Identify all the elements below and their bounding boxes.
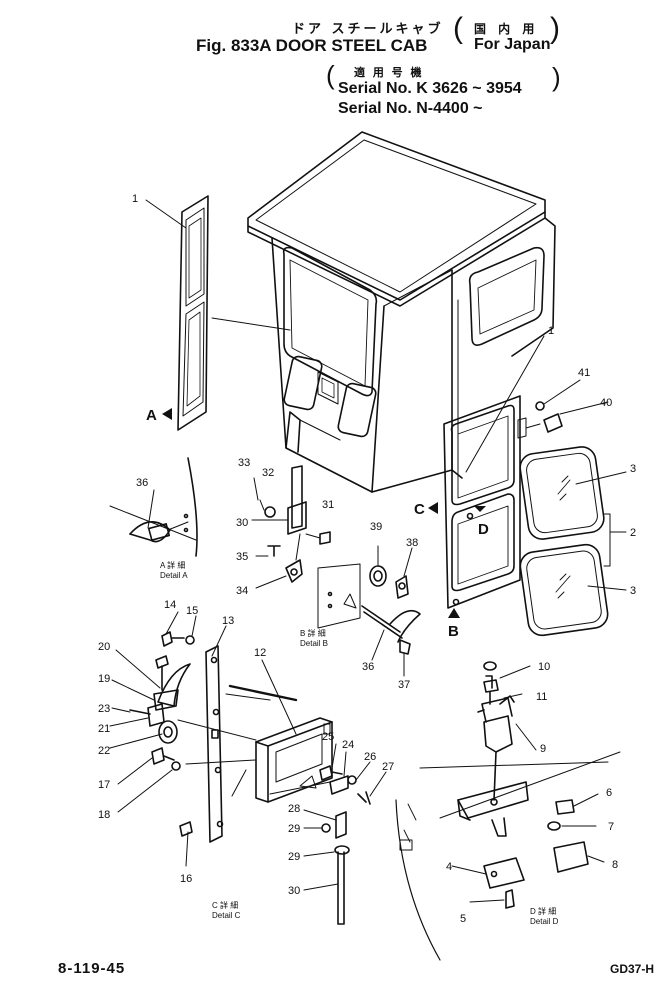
page-code: 8-119-45: [58, 960, 126, 977]
callout-7: 7: [608, 821, 614, 833]
callout-4: 4: [446, 861, 452, 873]
callout-14: 14: [164, 599, 176, 611]
view-marker-d: D: [478, 521, 489, 538]
detail-d-jp: D 詳 細: [530, 906, 556, 916]
callout-12: 12: [254, 647, 266, 659]
view-marker-b: B: [448, 623, 459, 640]
callout-19: 19: [98, 673, 110, 685]
callout-11: 11: [536, 691, 547, 703]
callout-33: 33: [238, 457, 250, 469]
detail-a: [109, 457, 198, 557]
callout-20: 20: [98, 641, 110, 653]
applicable-serial-japanese: 適 用 号 機: [354, 66, 424, 79]
detail-a-label: Detail A: [160, 571, 188, 580]
detail-c: [109, 611, 387, 925]
callout-34: 34: [236, 585, 248, 597]
serial-range-k: Serial No. K 3626 ~ 3954: [338, 80, 522, 97]
detail-b: [317, 545, 421, 677]
region-label: For Japan: [474, 36, 551, 53]
detail-c-jp: C 詳 細: [212, 900, 238, 910]
callout-1-left: 1: [132, 193, 138, 205]
callout-29-lower: 29: [288, 851, 300, 863]
latch-rod-assembly: [251, 465, 331, 589]
callout-13: 13: [222, 615, 234, 627]
cab-body: [211, 131, 556, 493]
callout-30-upper: 30: [236, 517, 248, 529]
drawing-code: GD37-H: [610, 962, 655, 976]
view-marker-a: A: [146, 407, 157, 424]
callout-3-upper: 3: [630, 463, 636, 475]
callout-5: 5: [460, 913, 466, 925]
callout-39: 39: [370, 521, 382, 533]
view-marker-c: C: [414, 501, 425, 518]
callout-2: 2: [630, 527, 636, 539]
callout-35: 35: [236, 551, 248, 563]
detail-a-jp: A 詳 細: [160, 560, 185, 570]
callout-23: 23: [98, 703, 110, 715]
region-japanese: 国 内 用: [474, 22, 539, 36]
callout-37: 37: [398, 679, 410, 691]
japanese-title: ドア スチールキャブ: [292, 22, 444, 37]
bolt-40-washer-41: [525, 379, 609, 433]
callout-29-upper: 29: [288, 823, 300, 835]
callout-10: 10: [538, 661, 550, 673]
door-glass-assembly: [519, 446, 627, 637]
callout-3-lower: 3: [630, 585, 636, 597]
callout-26: 26: [364, 751, 376, 763]
callout-31: 31: [322, 499, 334, 511]
callout-30-lower: 30: [288, 885, 300, 897]
detail-c-label: Detail C: [212, 911, 241, 920]
callout-8: 8: [612, 859, 618, 871]
right-door: [443, 335, 545, 609]
callout-40: 40: [600, 397, 612, 409]
callout-9: 9: [540, 743, 546, 755]
serial-range-n: Serial No. N-4400 ~: [338, 100, 483, 117]
callout-32: 32: [262, 467, 274, 479]
detail-d-label: Detail D: [530, 917, 559, 926]
callout-28: 28: [288, 803, 300, 815]
figure-title: Fig. 833A DOOR STEEL CAB: [196, 36, 428, 55]
callout-22: 22: [98, 745, 110, 757]
callout-18: 18: [98, 809, 110, 821]
callout-36-detail-a: 36: [136, 477, 148, 489]
bracket-open: (: [453, 12, 463, 45]
callout-24: 24: [342, 739, 354, 751]
callout-27: 27: [382, 761, 394, 773]
left-door: [145, 195, 209, 431]
callout-1-right: 1: [548, 325, 554, 337]
bracket-close-serial: ): [552, 62, 561, 92]
callout-15: 15: [186, 605, 198, 617]
callout-21: 21: [98, 723, 110, 735]
callout-38: 38: [406, 537, 418, 549]
callout-17: 17: [98, 779, 110, 791]
bracket-close: ): [550, 12, 560, 45]
callout-16: 16: [180, 873, 192, 885]
callout-6: 6: [606, 787, 612, 799]
detail-b-label: Detail B: [300, 639, 328, 648]
detail-d: [395, 661, 621, 961]
bracket-open-serial: (: [326, 60, 335, 90]
callout-36-detail-b: 36: [362, 661, 374, 673]
callout-41: 41: [578, 367, 590, 379]
callout-25: 25: [322, 731, 334, 743]
detail-b-jp: B 詳 細: [300, 628, 326, 638]
